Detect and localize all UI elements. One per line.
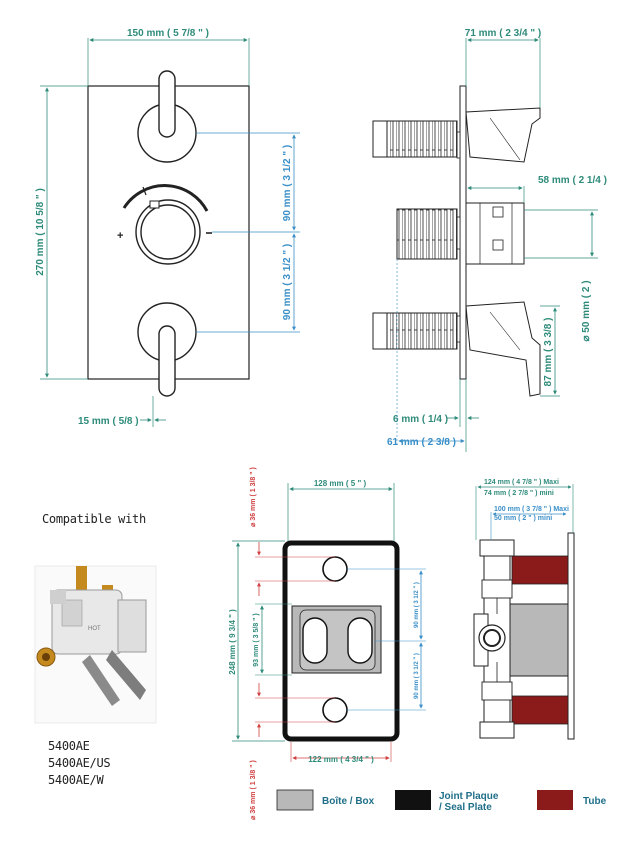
plus-icon: + [117,230,123,242]
legend: Boîte / Box Joint Plaque / Seal Plate Tu… [276,789,607,813]
lower-lever [158,325,176,397]
install-top-diameter-label: ⌀ 36 mm ( 1 3/8 " ) [250,467,257,527]
front-height-label: 270 mm ( 10 5/8 " ) [35,188,46,276]
legend-box-label: Boîte / Box [322,796,375,807]
upper-tube-hole [322,556,348,582]
side-lever-height-label: 87 mm ( 3 3/8 ) [543,318,554,387]
side-total-label: 61 mm ( 2 3/8 ) [387,437,456,448]
lower-lever-side [465,301,541,397]
valve-body-illustration: HOT [34,565,157,724]
compatible-heading: Compatible with [42,512,146,526]
temperature-scale-arc [122,184,209,212]
install-box-width-label: 122 mm ( 4 3/4 " ) [308,755,374,764]
upper-lever-side [465,107,541,163]
thermostat-knob [135,199,201,265]
install-front-view: 128 mm ( 5 " ) ⌀ 36 mm ( 1 3/8 " ) ⌀ 36 … [228,467,426,820]
side-body-depth-label: 58 mm ( 2 1/4 ) [538,175,607,186]
install-lower-label: 90 mm ( 3 1/2 " ) [414,653,420,699]
front-offset-label: 15 mm ( 5/8 ) [78,416,139,427]
install-upper-label: 90 mm ( 3 1/2 " ) [414,582,420,628]
install-mid-label: 93 mm ( 3 5/8 " ) [253,613,260,667]
install-width-label: 128 mm ( 5 " ) [314,479,367,488]
install-side-max2-label: 100 mm ( 3 7/8 " ) Maxi [494,506,569,513]
side-depth-label: 71 mm ( 2 3/4 " ) [465,28,541,39]
legend-seal-label-2: / Seal Plate [439,802,492,813]
legend-tube-label: Tube [583,796,607,807]
front-upper-spacing-label: 90 mm ( 3 1/2 " ) [282,145,293,221]
install-seal-plate [567,532,575,740]
legend-seal-label-1: Joint Plaque [439,791,499,802]
lower-tube-hole [322,697,348,723]
front-width-label: 150 mm ( 5 7/8 " ) [127,28,209,39]
side-plate-label: 6 mm ( 1/4 ) [393,414,448,425]
install-side-view: 124 mm ( 4 7/8 " ) Maxi 74 mm ( 2 7/8 " … [473,479,575,740]
upper-tube [511,555,569,585]
front-view: + 150 mm ( 5 7/8 " ) 270 mm ( 10 5/8 " )… [35,28,300,427]
install-side-min2-label: 50 mm ( 2 " ) mini [494,515,552,522]
svg-text:HOT: HOT [88,626,101,632]
side-view: 71 mm ( 2 3/4 " ) 58 mm ( 2 1/4 ) ⌀ 50 m… [372,28,607,452]
legend-seal-swatch [395,790,431,810]
install-bottom-diameter-label: ⌀ 36 mm ( 1 3/8 " ) [250,760,257,820]
legend-tube-swatch [537,790,573,810]
install-side-max-label: 124 mm ( 4 7/8 " ) Maxi [484,479,559,486]
legend-box-swatch [276,789,314,811]
install-side-min-label: 74 mm ( 2 7/8 " ) mini [484,490,554,497]
front-lower-spacing-label: 90 mm ( 3 1/2 " ) [282,244,293,320]
compatible-model-2: 5400AE/US [48,756,111,770]
compatible-model-1: 5400AE [48,739,90,753]
side-trim-plate [459,85,467,380]
upper-lever [158,70,176,138]
install-height-label: 248 mm ( 9 3/4 " ) [228,609,237,675]
lower-tube [511,695,569,725]
side-diameter-label: ⌀ 50 mm ( 2 ) [581,280,592,341]
compatible-model-3: 5400AE/W [48,773,104,787]
